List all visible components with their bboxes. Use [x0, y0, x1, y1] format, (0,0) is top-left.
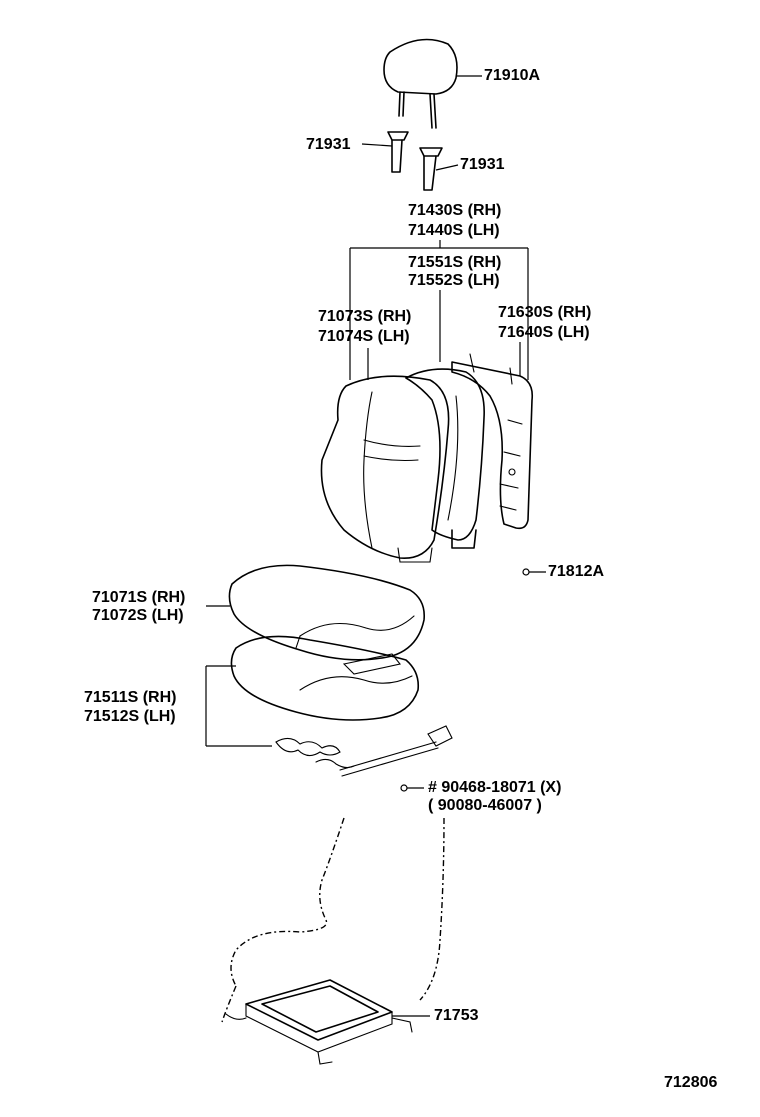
label-support-left: 71931: [306, 136, 351, 153]
label-back-board-rh: 71630S (RH): [498, 304, 592, 321]
label-cushion-cover-rh: 71071S (RH): [92, 589, 186, 606]
label-cushion-pad-rh: 71511S (RH): [84, 689, 177, 706]
label-back-pad-rh: 71551S (RH): [408, 254, 502, 271]
label-support-right: 71931: [460, 156, 505, 173]
seatback-board-drawing: [451, 353, 534, 530]
label-cushion-pad-lh: 71512S (LH): [84, 708, 176, 725]
seatback-cover-drawing: [320, 375, 450, 563]
label-back-frame-lh: 71440S (LH): [408, 222, 500, 239]
headrest-supports-drawing: [361, 131, 459, 191]
diagram-number: 712806: [664, 1074, 718, 1091]
label-hog-ring: 71812A: [548, 563, 605, 580]
seatback-leaders: [349, 240, 529, 380]
cushion-cover-drawing: [206, 564, 426, 661]
label-back-pad-lh: 71552S (LH): [408, 272, 500, 289]
headrest-drawing: [383, 38, 482, 129]
cushion-frame-drawing: [225, 979, 430, 1065]
seat-frame-ghost-drawing: [221, 817, 445, 1023]
label-back-board-lh: 71640S (LH): [498, 324, 590, 341]
hog-ring-drawing: [522, 568, 530, 576]
label-cushion-cover-lh: 71072S (LH): [92, 607, 184, 624]
label-bolt-alt: ( 90080-46007 ): [428, 797, 542, 814]
label-back-cover-rh: 71073S (RH): [318, 308, 412, 325]
label-cushion-frame: 71753: [434, 1007, 479, 1024]
bolt-drawing: [400, 784, 408, 792]
label-back-frame-rh: 71430S (RH): [408, 202, 502, 219]
label-bolt: # 90468-18071 (X): [428, 779, 562, 796]
seatback-pad-drawing: [405, 368, 485, 549]
label-back-cover-lh: 71074S (LH): [318, 328, 410, 345]
cushion-wire-drawing: [275, 725, 453, 777]
cushion-pad-drawing: [205, 635, 420, 747]
label-headrest: 71910A: [484, 67, 541, 84]
